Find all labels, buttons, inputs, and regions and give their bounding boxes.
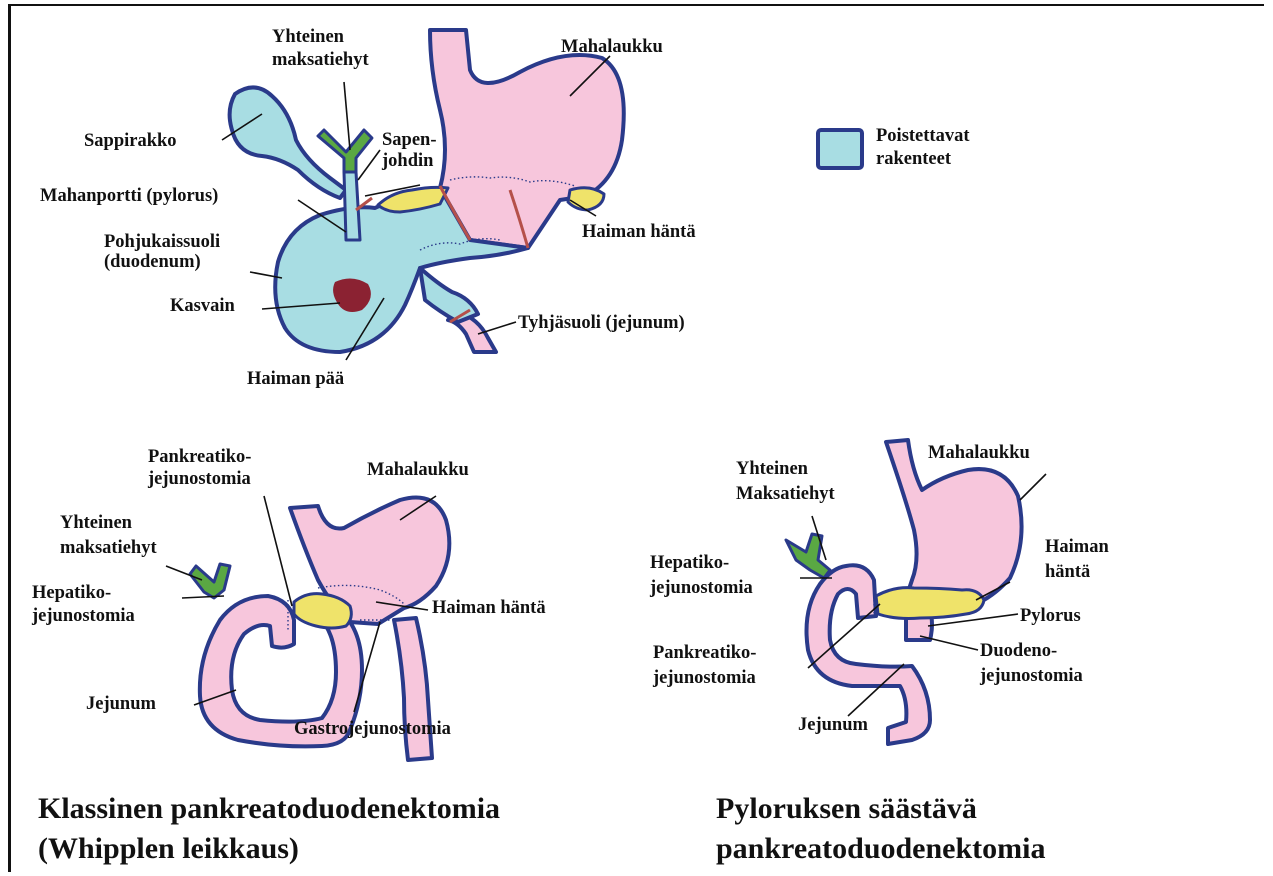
legend-swatch: [818, 130, 862, 168]
label-sappirakko: Sappirakko: [84, 131, 177, 151]
legend-label-line1: Poistettavat: [876, 126, 970, 146]
label-haiman-hanta-right-2: häntä: [1045, 562, 1090, 582]
top-pancreas-tail: [568, 188, 604, 210]
label-hepatiko-left-2: jejunostomia: [31, 606, 135, 626]
label-yhteinen-right-2: Maksatiehyt: [736, 484, 836, 504]
label-pylorus: Pylorus: [1020, 606, 1081, 626]
label-hepatiko-right-2: jejunostomia: [649, 578, 753, 598]
label-yhteinen-left-1: Yhteinen: [60, 513, 133, 533]
label-pohjukaissuoli-2: (duodenum): [104, 252, 201, 272]
label-hepatiko-right-1: Hepatiko-: [650, 553, 729, 573]
label-mahalaukku-left: Mahalaukku: [367, 460, 469, 480]
caption-left-2: (Whipplen leikkaus): [38, 832, 299, 865]
right-pancreas: [876, 588, 984, 619]
label-mahalaukku-right: Mahalaukku: [928, 443, 1030, 463]
label-duodeno-1: Duodeno-: [980, 641, 1057, 661]
label-haiman-hanta-top: Haiman häntä: [582, 222, 696, 242]
label-yhteinen-left-2: maksatiehyt: [60, 538, 157, 558]
label-pohjukaissuoli-1: Pohjukaissuoli: [104, 232, 220, 252]
label-pankreatiko-right-2: jejunostomia: [652, 668, 756, 688]
label-jejunum-right: Jejunum: [798, 715, 868, 735]
label-sapen-2: johdin: [381, 151, 434, 171]
label-yhteinen-top-2: maksatiehyt: [272, 50, 369, 70]
label-kasvain: Kasvain: [170, 296, 235, 316]
label-haiman-hanta-left: Haiman häntä: [432, 598, 546, 618]
label-hepatiko-left-1: Hepatiko-: [32, 583, 111, 603]
label-yhteinen-top-1: Yhteinen: [272, 27, 345, 47]
label-jejunum-left: Jejunum: [86, 694, 156, 714]
label-haiman-paa: Haiman pää: [247, 369, 344, 389]
top-diagram: [222, 30, 624, 360]
legend-label-line2: rakenteet: [876, 149, 952, 169]
label-mahalaukku-top: Mahalaukku: [561, 37, 663, 57]
right-hepatic-duct: [786, 534, 830, 578]
top-bile-duct: [344, 172, 360, 240]
caption-left-1: Klassinen pankreatoduodenektomia: [38, 792, 500, 825]
label-sapen-1: Sapen-: [382, 130, 437, 150]
top-jejunum-removed: [420, 268, 478, 322]
label-gastro: Gastrojejunostomia: [294, 719, 451, 739]
label-yhteinen-right-1: Yhteinen: [736, 459, 809, 479]
label-tyhjasuoli: Tyhjäsuoli (jejunum): [518, 313, 685, 333]
caption-right-2: pankreatoduodenektomia: [716, 832, 1046, 865]
label-haiman-hanta-right-1: Haiman: [1045, 537, 1109, 557]
label-mahanportti: Mahanportti (pylorus): [40, 186, 218, 206]
label-pankreatiko-left-1: Pankreatiko-: [148, 447, 251, 467]
label-duodeno-2: jejunostomia: [979, 666, 1083, 686]
left-pancreas: [294, 594, 351, 628]
caption-right-1: Pyloruksen säästävä: [716, 792, 977, 825]
legend: Poistettavat rakenteet: [818, 126, 970, 169]
label-pankreatiko-left-2: jejunostomia: [147, 469, 251, 489]
top-hepatic-duct: [318, 130, 372, 172]
label-pankreatiko-right-1: Pankreatiko-: [653, 643, 756, 663]
left-hepatic-duct: [190, 564, 230, 598]
